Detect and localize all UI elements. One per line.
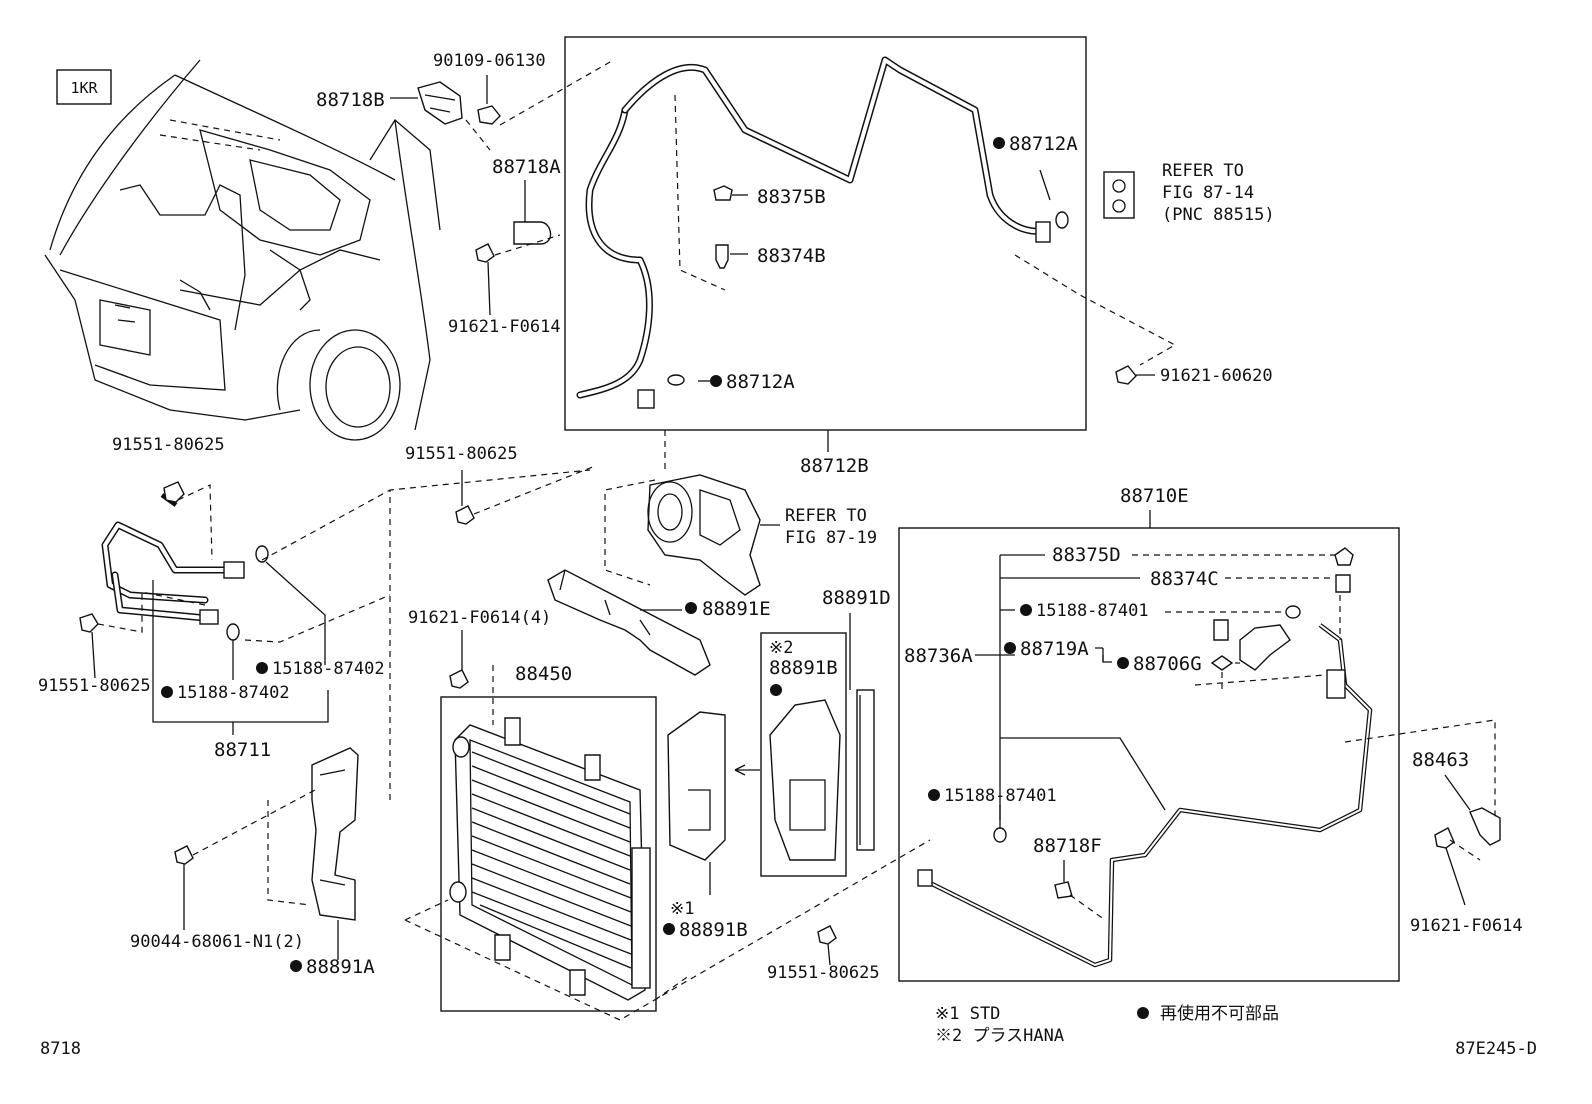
label-91621-F0614-right: 91621-F0614	[1410, 916, 1523, 936]
label-90044-68061: 90044-68061-N1(2)	[130, 932, 304, 952]
valve-cap-88375B	[713, 185, 748, 201]
label-15188-87402-a: 15188-87402	[272, 659, 385, 679]
label-88375D: 88375D	[1052, 544, 1121, 566]
bracket-88718B	[390, 61, 611, 151]
expansion-valve-icon	[1103, 171, 1135, 219]
legend-note-1: ※1 STD	[935, 1004, 1000, 1024]
label-90109-06130: 90109-06130	[433, 51, 546, 71]
condenser-fins	[471, 751, 632, 969]
label-91551-80625-b: 91551-80625	[405, 444, 518, 464]
label-88891B-top: 88891B	[769, 657, 838, 679]
part-labels: 90109-06130 88718B 88718A 91621-F0614 88…	[38, 51, 1523, 983]
non-reusable-dot	[161, 686, 173, 698]
label-88375B: 88375B	[757, 186, 826, 208]
figure-code: 87E245-D	[1455, 1039, 1537, 1059]
bolt-91551-bottom	[817, 925, 837, 966]
label-15188-87402-b: 15188-87402	[177, 683, 290, 703]
label-88712A-top: 88712A	[1009, 133, 1078, 155]
o-ring-mid	[667, 374, 685, 386]
bolt-91621-F0614-4	[449, 630, 469, 689]
label-91551-80625-d: 91551-80625	[767, 963, 880, 983]
clamp-88718A	[475, 180, 561, 316]
label-88891B-bot: 88891B	[679, 919, 748, 941]
label-mark-1: ※1	[670, 899, 694, 919]
page-code: 8718	[40, 1039, 81, 1059]
liquid-tube-88710E	[917, 547, 1373, 968]
non-reusable-dot	[685, 602, 697, 614]
o-ring-top	[1055, 211, 1069, 229]
hose-end-fitting	[1035, 221, 1051, 243]
label-mark-2: ※2	[769, 638, 793, 658]
legend-note-2: ※2 プラスHANA	[935, 1026, 1064, 1046]
non-reusable-dot	[770, 684, 782, 696]
label-91551-80625-a: 91551-80625	[112, 435, 225, 455]
non-reusable-dot	[993, 137, 1005, 149]
seal-88891D	[849, 613, 875, 851]
label-88711: 88711	[214, 739, 271, 761]
label-88891A: 88891A	[306, 956, 375, 978]
seal-88891B-std	[667, 711, 760, 895]
label-88374B: 88374B	[757, 245, 826, 267]
engine-tag-box	[56, 69, 112, 105]
condenser-box	[440, 696, 657, 1012]
suction-tube-88711	[79, 481, 391, 735]
label-pnc-88515: (PNC 88515)	[1162, 205, 1275, 225]
non-reusable-dot	[663, 923, 675, 935]
label-refer-to-comp: REFER TO	[785, 506, 867, 526]
non-reusable-dot	[290, 960, 302, 972]
label-15188-87401-b: 15188-87401	[944, 786, 1057, 806]
legend-dot-meaning: 再使用不可部品	[1160, 1003, 1279, 1024]
label-88374C: 88374C	[1150, 568, 1219, 590]
valve-core-88374B	[715, 244, 748, 269]
label-refer-to-exp: REFER TO	[1162, 161, 1244, 181]
hose-comp-fitting	[637, 389, 655, 409]
label-88718F: 88718F	[1033, 835, 1102, 857]
non-reusable-dot	[710, 375, 722, 387]
non-reusable-dot	[928, 789, 940, 801]
engine-tag: 1KR	[70, 79, 98, 97]
label-91621-F0614-4: 91621-F0614(4)	[408, 608, 551, 628]
legend-dot-icon	[1137, 1007, 1149, 1019]
label-91621-60620: 91621-60620	[1160, 366, 1273, 386]
bolt-91551-center	[455, 465, 596, 525]
plus-hana-box	[760, 632, 847, 877]
legend: ※1 STD ※2 プラスHANA 再使用不可部品	[935, 1003, 1279, 1046]
label-88891D: 88891D	[822, 587, 891, 609]
label-15188-87401-a: 15188-87401	[1036, 601, 1149, 621]
label-88463: 88463	[1412, 749, 1469, 771]
vehicle-illustration: 1KR	[44, 59, 441, 441]
compressor-icon	[389, 430, 780, 800]
bolt-91621-60620	[1115, 365, 1155, 385]
non-reusable-dot	[1004, 642, 1016, 654]
non-reusable-dot	[256, 662, 268, 674]
bracket-88463	[1344, 719, 1501, 906]
label-91551-80625-c: 91551-80625	[38, 676, 151, 696]
label-88712B: 88712B	[800, 455, 869, 477]
label-88736A: 88736A	[904, 645, 973, 667]
label-88712A-mid: 88712A	[726, 371, 795, 393]
label-88706G: 88706G	[1133, 653, 1202, 675]
liquid-tube-box	[898, 527, 1400, 982]
label-fig-87-14: FIG 87-14	[1162, 183, 1254, 203]
seal-88891B-plus	[769, 699, 841, 861]
condenser-88450	[404, 665, 931, 1021]
label-88718A: 88718A	[492, 156, 561, 178]
label-88719A: 88719A	[1020, 638, 1089, 660]
non-reusable-dot	[1117, 657, 1129, 669]
label-88710E: 88710E	[1120, 485, 1189, 507]
non-reusable-dot	[1020, 604, 1032, 616]
label-88718B: 88718B	[316, 89, 385, 111]
discharge-hose	[576, 56, 1177, 409]
label-88891E: 88891E	[702, 598, 771, 620]
label-88450: 88450	[515, 663, 572, 685]
label-91621-F0614-top: 91621-F0614	[448, 317, 561, 337]
label-fig-87-19: FIG 87-19	[785, 528, 877, 548]
hose-assembly-box	[564, 36, 1087, 431]
seal-88891E	[547, 569, 711, 676]
bracket-88891A	[174, 747, 359, 960]
